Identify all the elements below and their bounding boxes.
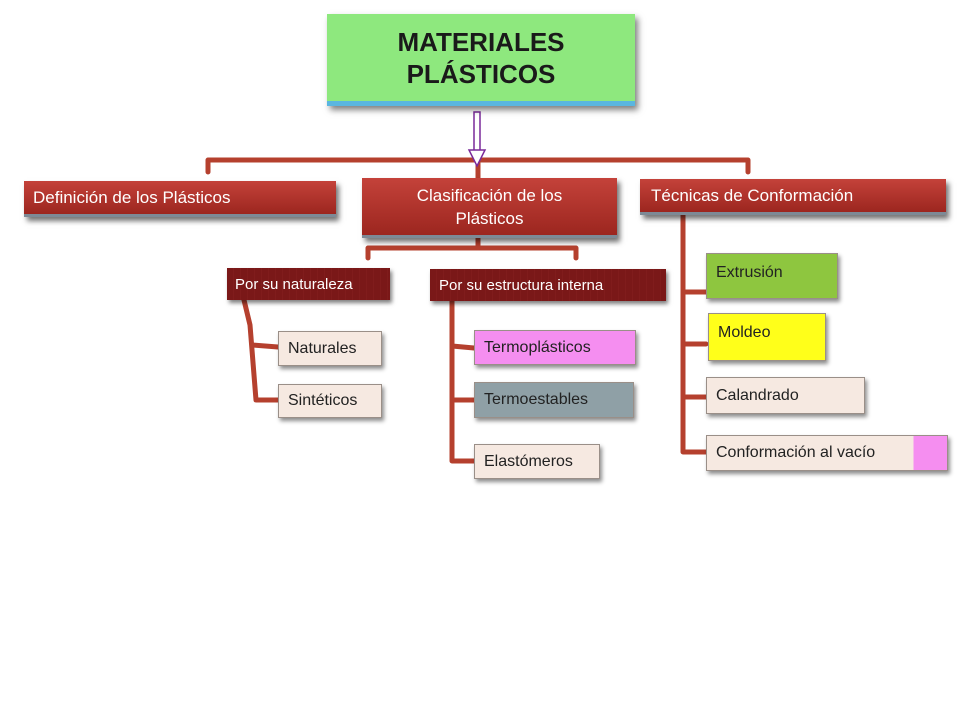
- leaf-conformacion-vacio-label: Conformación al vacío: [716, 444, 876, 461]
- leaf-sinteticos: Sintéticos: [278, 384, 382, 418]
- branch-tecnicas: Técnicas de Conformación: [640, 179, 946, 215]
- connector-estructura-termo: [449, 343, 477, 351]
- leaf-termoestables-label: Termoestables: [484, 391, 589, 408]
- branch-clasificacion-label: Clasificación de los Plásticos: [416, 185, 563, 228]
- leaf-termoplasticos-label: Termoplásticos: [484, 338, 591, 356]
- leaf-calandrado: Calandrado: [706, 377, 865, 414]
- leaf-termoplasticos: Termoplásticos: [474, 330, 636, 365]
- leaf-elastomeros: Elastómeros: [474, 444, 600, 479]
- arrow-down-icon: [467, 111, 487, 168]
- leaf-elastomeros-label: Elastómeros: [484, 452, 573, 470]
- leaf-termoestables: Termoestables: [474, 382, 634, 418]
- leaf-naturales-label: Naturales: [288, 339, 357, 357]
- leaf-calandrado-label: Calandrado: [716, 386, 799, 404]
- subbranch-estructura: Por su estructura interna: [430, 269, 666, 301]
- branch-clasificacion: Clasificación de los Plásticos: [362, 178, 617, 238]
- leaf-naturales: Naturales: [278, 331, 382, 366]
- title-text: MATERIALES PLÁSTICOS: [397, 26, 565, 89]
- title-box: MATERIALES PLÁSTICOS: [327, 14, 635, 106]
- branch-definicion-label: Definición de los Plásticos: [33, 187, 231, 207]
- leaf-extrusion-label: Extrusión: [716, 264, 783, 281]
- subbranch-naturaleza: Por su naturaleza: [227, 268, 390, 300]
- leaf-moldeo: Moldeo: [708, 313, 826, 361]
- branch-definicion: Definición de los Plásticos: [24, 181, 336, 217]
- connector-tecnicas-trunk: [680, 212, 709, 455]
- leaf-conformacion-vacio: Conformación al vacío: [706, 435, 948, 471]
- leaf-sinteticos-label: Sintéticos: [288, 392, 358, 409]
- leaf-extrusion: Extrusión: [706, 253, 838, 299]
- subbranch-naturaleza-label: Por su naturaleza: [235, 275, 353, 293]
- leaf-moldeo-label: Moldeo: [718, 324, 771, 341]
- connector-estructura-trunk: [449, 297, 477, 464]
- connector-naturaleza-trunk: [241, 297, 281, 403]
- branch-tecnicas-label: Técnicas de Conformación: [651, 185, 854, 205]
- connector-naturaleza-naturales: [249, 342, 281, 350]
- subbranch-estructura-label: Por su estructura interna: [439, 276, 604, 294]
- connector-clasificacion-bus: [365, 245, 579, 261]
